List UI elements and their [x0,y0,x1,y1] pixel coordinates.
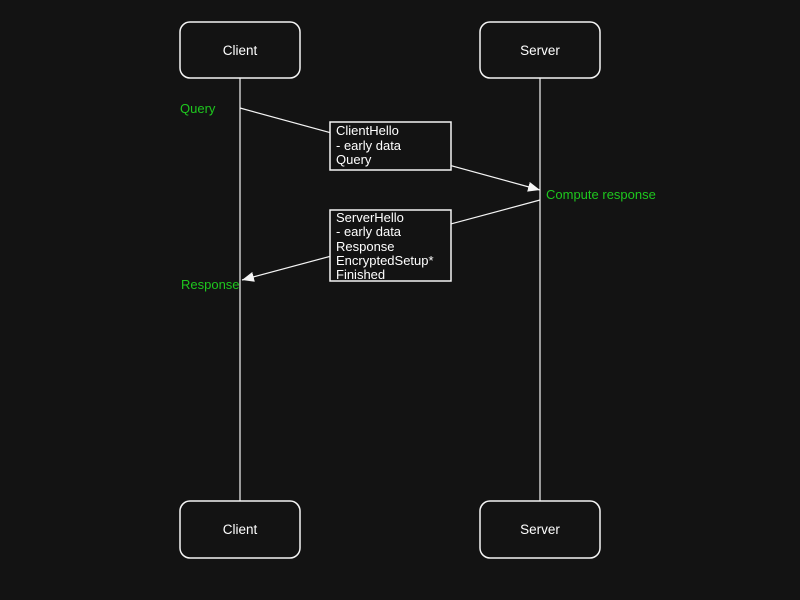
compute-response-label: Compute response [546,187,656,202]
actor-client-top-box [179,21,301,79]
actor-server-bottom-label: Server [520,522,560,537]
actor-client-bottom: Client [179,500,301,559]
client-hello-line-1: ClientHello [336,123,399,138]
actor-server-bottom: Server [479,500,601,559]
actor-server-top: Server [479,21,601,79]
actor-client-top-label: Client [223,43,258,58]
client-hello-message-box: ClientHello - early data Query [329,121,452,171]
server-hello-line-1: ServerHello [336,210,404,225]
query-label: Query [180,101,216,116]
actor-client-bottom-label: Client [223,522,258,537]
actor-server-top-box [479,21,601,79]
server-hello-box-frame [329,209,452,282]
actor-server-bottom-box [479,500,601,559]
server-hello-line-3: Response [336,239,395,254]
client-hello-line-2: - early data [336,138,402,153]
client-hello-line-3: Query [336,152,372,167]
response-label: Response [181,277,240,292]
client-hello-box-frame [329,121,452,171]
server-hello-message-box: ServerHello - early data Response Encryp… [329,209,452,282]
server-hello-line-5: Finished [336,267,385,282]
actor-client-bottom-box [179,500,301,559]
server-hello-line-2: - early data [336,224,402,239]
server-hello-line-4: EncryptedSetup* [336,253,434,268]
actor-client-top: Client [179,21,301,79]
actor-server-top-label: Server [520,43,560,58]
